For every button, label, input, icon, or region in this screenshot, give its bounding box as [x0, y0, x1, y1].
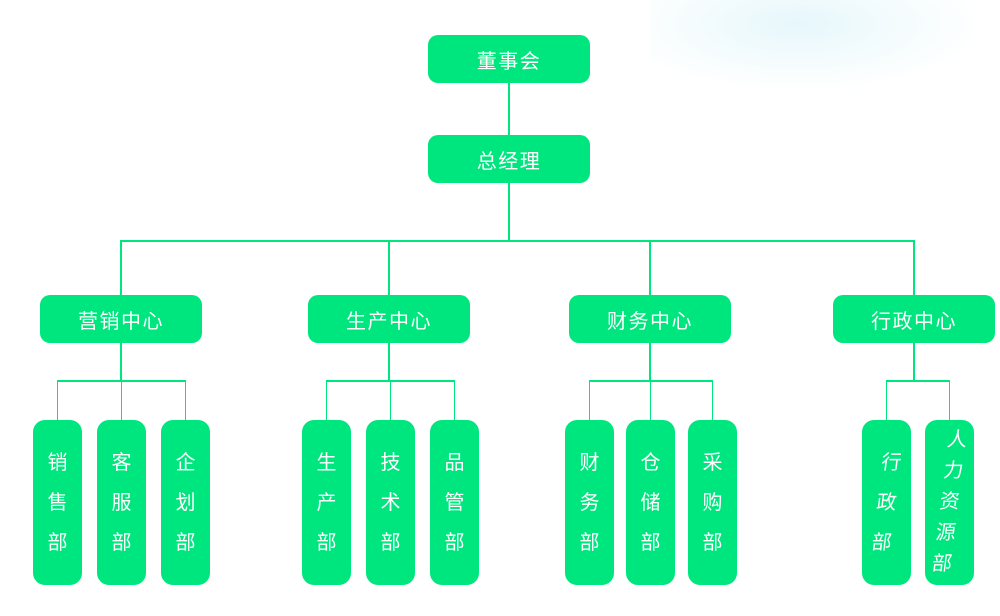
connector-line — [389, 380, 392, 420]
org-node-human-resources-dept[interactable]: 人力资源部 — [925, 420, 974, 585]
org-node-quality-control-dept[interactable]: 品管部 — [430, 420, 479, 585]
connector-line — [120, 343, 122, 381]
org-node-warehouse-dept[interactable]: 仓储部 — [626, 420, 675, 585]
org-node-label: 采购部 — [702, 451, 723, 554]
org-node-label: 行政中心 — [871, 310, 957, 333]
connector-line — [885, 380, 888, 420]
connector-line — [508, 83, 510, 135]
connector-line — [388, 240, 390, 295]
org-node-label: 技术部 — [380, 451, 401, 554]
org-node-label: 营销中心 — [78, 310, 164, 333]
org-node-sales-dept[interactable]: 销售部 — [33, 420, 82, 585]
connector-line — [184, 380, 187, 420]
connector-line — [508, 183, 510, 241]
org-node-label: 品管部 — [444, 451, 465, 554]
connector-line — [649, 343, 651, 381]
connector-line — [120, 240, 122, 295]
org-node-label: 销售部 — [47, 451, 68, 554]
org-node-label: 财务部 — [579, 451, 600, 554]
org-node-production-dept[interactable]: 生产部 — [302, 420, 351, 585]
org-node-finance-dept[interactable]: 财务部 — [565, 420, 614, 585]
connector-line — [885, 380, 951, 382]
connector-line — [453, 380, 456, 420]
org-node-label: 董事会 — [476, 50, 542, 73]
connector-line — [588, 380, 591, 420]
connector-line — [711, 380, 714, 420]
org-node-label: 生产部 — [316, 451, 337, 554]
org-node-production-center[interactable]: 生产中心 — [308, 295, 470, 343]
connector-line — [325, 380, 328, 420]
org-node-label: 企划部 — [175, 451, 196, 554]
org-node-general-manager[interactable]: 总经理 — [428, 135, 590, 183]
connector-line — [120, 240, 915, 242]
connector-line — [649, 240, 651, 295]
background-smudge — [650, 0, 980, 90]
org-node-technology-dept[interactable]: 技术部 — [366, 420, 415, 585]
org-node-label: 生产中心 — [346, 310, 432, 333]
org-node-label: 财务中心 — [607, 310, 693, 333]
org-node-marketing-center[interactable]: 营销中心 — [40, 295, 202, 343]
org-node-customer-service-dept[interactable]: 客服部 — [97, 420, 146, 585]
org-node-label: 客服部 — [111, 451, 132, 554]
org-node-label: 仓储部 — [640, 451, 661, 554]
connector-line — [649, 380, 652, 420]
connector-line — [913, 343, 915, 381]
org-node-label: 人力资源部 — [930, 429, 969, 575]
org-node-planning-dept[interactable]: 企划部 — [161, 420, 210, 585]
org-node-admin-dept[interactable]: 行政部 — [862, 420, 911, 585]
connector-line — [913, 240, 915, 295]
connector-line — [120, 380, 123, 420]
org-node-label: 总经理 — [476, 150, 542, 173]
org-node-finance-center[interactable]: 财务中心 — [569, 295, 731, 343]
org-node-admin-center[interactable]: 行政中心 — [833, 295, 995, 343]
org-node-purchasing-dept[interactable]: 采购部 — [688, 420, 737, 585]
connector-line — [56, 380, 59, 420]
org-node-label: 行政部 — [870, 451, 903, 554]
org-node-board[interactable]: 董事会 — [428, 35, 590, 83]
connector-line — [388, 343, 390, 381]
connector-line — [948, 380, 951, 420]
